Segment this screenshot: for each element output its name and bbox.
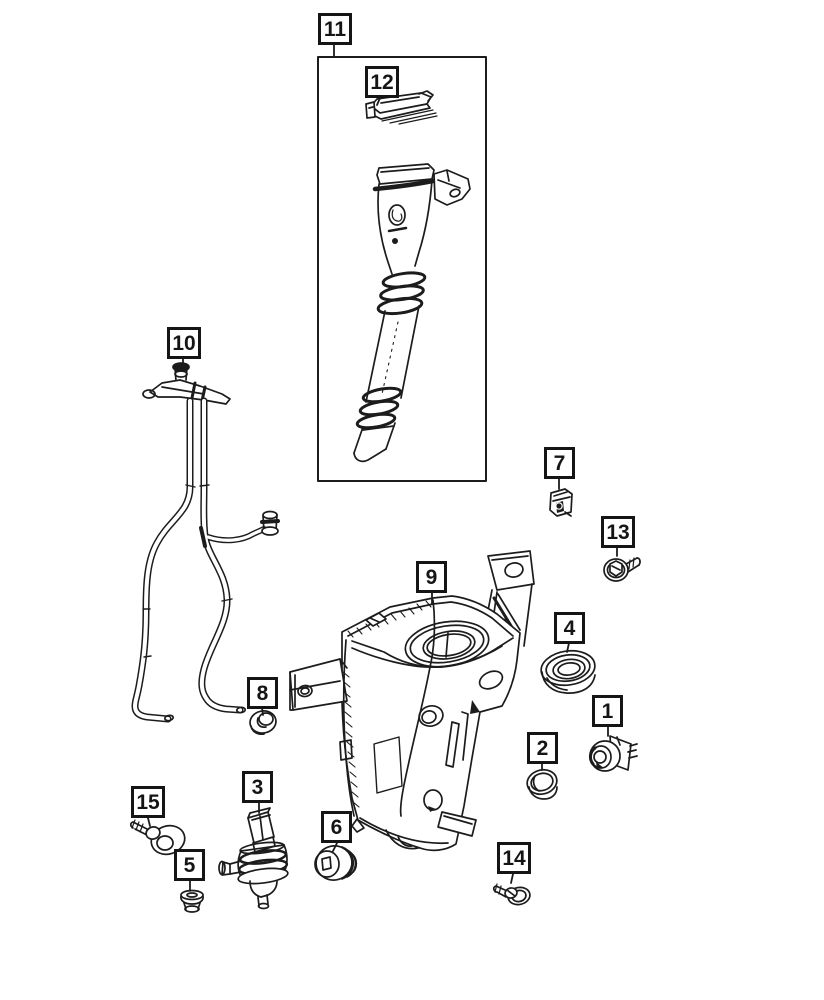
small-grommet-drawing [249, 710, 277, 736]
seal-ring-drawing [540, 649, 596, 694]
callout-15-label: 15 [136, 790, 160, 814]
callout-11[interactable]: 11 [318, 13, 352, 45]
callout-8-label: 8 [256, 681, 269, 705]
callout-10[interactable]: 10 [167, 327, 201, 359]
callout-10-label: 10 [172, 331, 196, 355]
reservoir-tank-drawing [289, 550, 535, 852]
round-cap-drawing [526, 768, 558, 800]
callout-2-label: 2 [536, 736, 549, 760]
level-sensor-drawing [588, 735, 638, 772]
callout-7[interactable]: 7 [544, 447, 575, 479]
callout-13[interactable]: 13 [601, 516, 635, 548]
callout-1-label: 1 [601, 699, 614, 723]
callout-7-label: 7 [553, 451, 566, 475]
filler-tube-drawing [353, 163, 471, 463]
callout-12-label: 12 [370, 70, 394, 94]
callout-8[interactable]: 8 [247, 677, 278, 709]
ribbed-grommet-drawing [314, 845, 358, 881]
callout-12[interactable]: 12 [365, 66, 399, 98]
callout-14[interactable]: 14 [497, 842, 531, 874]
screw-with-washer-drawing [129, 819, 186, 856]
plug-drawing [180, 889, 204, 913]
callout-6-label: 6 [330, 815, 343, 839]
filler-tube-frame [317, 56, 487, 482]
hose-assembly-drawing [131, 362, 280, 723]
washer-pump-drawing [218, 807, 289, 910]
callout-11-label: 11 [323, 17, 347, 41]
callout-13-label: 13 [606, 520, 630, 544]
callout-14-label: 14 [502, 846, 526, 870]
callout-4[interactable]: 4 [554, 612, 585, 644]
callout-4-label: 4 [563, 616, 576, 640]
callout-9[interactable]: 9 [416, 561, 447, 593]
callout-9-label: 9 [425, 565, 438, 589]
callout-3-label: 3 [251, 775, 264, 799]
hex-screw-13-drawing [603, 557, 641, 582]
retaining-clip-drawing [549, 488, 573, 517]
callout-2[interactable]: 2 [527, 732, 558, 764]
leader-lines [147, 44, 618, 892]
callout-6[interactable]: 6 [321, 811, 352, 843]
hex-screw-14-drawing [492, 883, 531, 906]
callout-5[interactable]: 5 [174, 849, 205, 881]
callout-1[interactable]: 1 [592, 695, 623, 727]
callout-15[interactable]: 15 [131, 786, 165, 818]
filler-cap-drawing [365, 90, 438, 125]
callout-3[interactable]: 3 [242, 771, 273, 803]
callout-5-label: 5 [183, 853, 196, 877]
